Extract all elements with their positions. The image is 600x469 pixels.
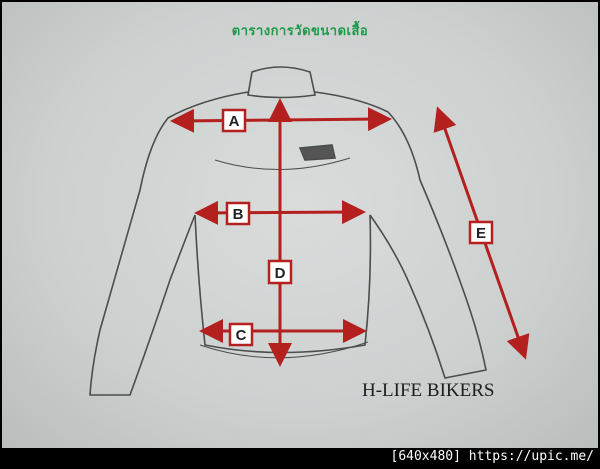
diagram-title: ตารางการวัดขนาดเสื้อ [231, 24, 369, 39]
label-d: D [267, 259, 293, 285]
label-a: A [221, 108, 247, 133]
image-host-footer: [640x480] https://upic.me/ [390, 449, 595, 464]
svg-text:D: D [275, 265, 286, 282]
label-e: E [468, 220, 494, 245]
label-b: B [225, 201, 251, 226]
jacket-sketch [89, 66, 487, 396]
label-c: C [228, 322, 254, 347]
svg-text:B: B [233, 206, 244, 223]
svg-text:C: C [236, 327, 247, 344]
svg-text:E: E [476, 225, 486, 242]
svg-text:A: A [229, 113, 240, 130]
brand-text: H-LIFE BIKERS [362, 380, 495, 401]
